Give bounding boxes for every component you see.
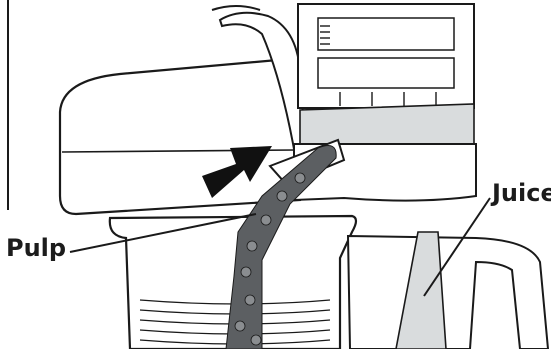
basket-inner-panel bbox=[318, 58, 454, 88]
basket-window bbox=[318, 18, 454, 50]
chute-lid bbox=[212, 6, 260, 10]
pulp-label: Pulp bbox=[6, 236, 66, 260]
juicer-body bbox=[60, 58, 300, 214]
juice-jug bbox=[348, 236, 548, 349]
juice-reservoir bbox=[300, 104, 474, 148]
juice-label: Juice bbox=[492, 181, 551, 205]
